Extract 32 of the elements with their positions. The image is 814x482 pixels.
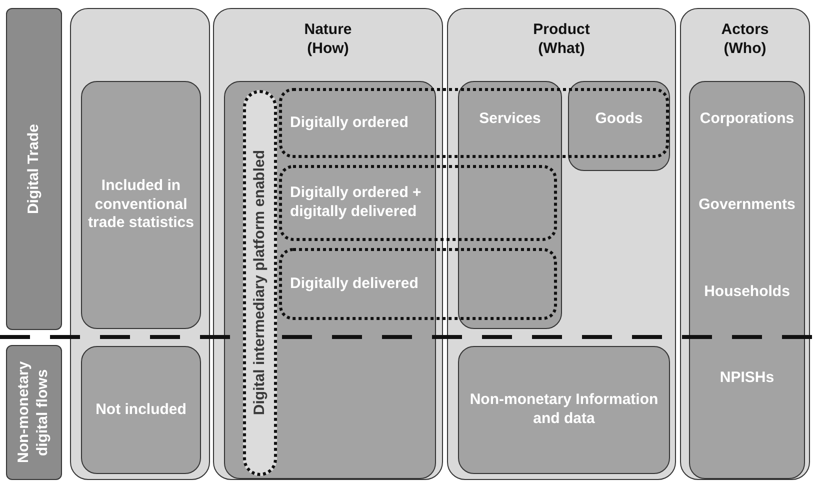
category-box — [568, 81, 670, 171]
category-box — [81, 346, 201, 474]
category-label: Digitally delivered — [290, 274, 418, 294]
category-label: Corporations — [700, 110, 794, 129]
column-panel — [680, 8, 810, 480]
category-label: Non-monetary Information and data — [468, 391, 660, 429]
column-panel — [213, 8, 443, 480]
category-label: NPISHs — [720, 369, 774, 388]
column-panel — [447, 8, 676, 480]
category-label: Households — [704, 282, 790, 302]
platform-pill — [243, 90, 277, 476]
category-label: Services — [479, 110, 541, 129]
column-heading: Product (What) — [532, 21, 591, 58]
category-box — [458, 346, 670, 474]
category-label: Goods — [595, 110, 643, 129]
category-label: Included in conventional trade statistics — [87, 176, 195, 234]
vertical-label: Digital intermediary platform enabled — [250, 150, 269, 416]
category-box — [689, 81, 805, 479]
side-band — [6, 8, 62, 330]
category-label: Governments — [698, 196, 796, 216]
category-label: Not included — [96, 400, 186, 420]
category-label: Digitally ordered — [290, 114, 408, 132]
column-heading: Actors (Who) — [720, 21, 770, 58]
column-panel — [70, 8, 210, 480]
category-box — [81, 81, 201, 329]
side-band — [6, 345, 62, 480]
category-box — [224, 81, 436, 479]
vertical-label: Digital Trade — [24, 124, 43, 214]
category-label: Digitally ordered + digitally delivered — [290, 184, 422, 222]
vertical-label: Non-monetary digital flows — [15, 360, 52, 466]
category-box — [458, 81, 562, 329]
column-heading: Nature (How) — [303, 21, 353, 58]
